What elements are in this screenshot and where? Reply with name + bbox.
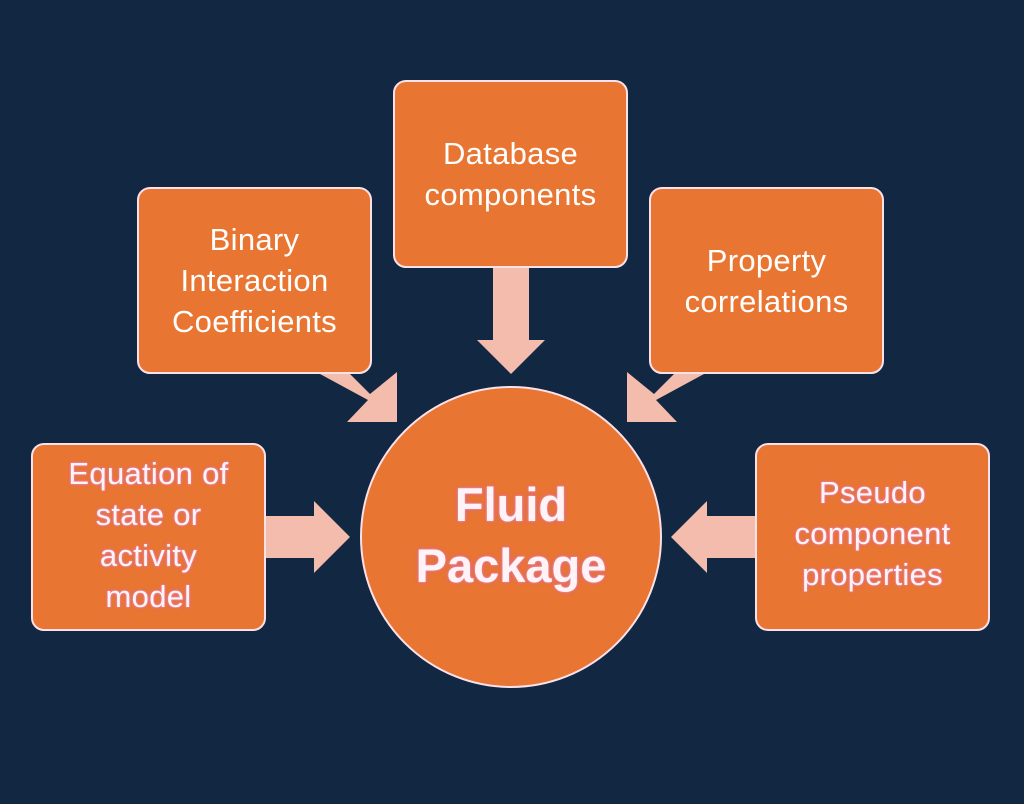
arrow-pseudo-to-center <box>671 501 755 573</box>
arrow-binary-to-center <box>320 372 397 422</box>
pseudo-component-properties-label: Pseudo component properties <box>794 474 951 592</box>
equation-of-state-label: Equation of state or activity model <box>68 456 229 614</box>
equation-of-state-box: Equation of state or activity model <box>31 443 266 631</box>
fluid-package-circle: Fluid Package <box>360 386 662 688</box>
fluid-package-label: Fluid Package <box>415 478 607 592</box>
arrow-database-to-center <box>477 268 545 374</box>
arrow-property-to-center <box>627 372 704 422</box>
arrow-equation-to-center <box>266 501 350 573</box>
pseudo-component-properties-box: Pseudo component properties <box>755 443 990 631</box>
binary-interaction-coefficients-label: Binary Interaction Coefficients <box>171 222 337 339</box>
property-correlations-label: Property correlations <box>684 242 849 319</box>
database-components-box: Database components <box>393 80 628 268</box>
binary-interaction-coefficients-box: Binary Interaction Coefficients <box>137 187 372 374</box>
database-components-label: Database components <box>424 136 597 212</box>
property-correlations-box: Property correlations <box>649 187 884 374</box>
